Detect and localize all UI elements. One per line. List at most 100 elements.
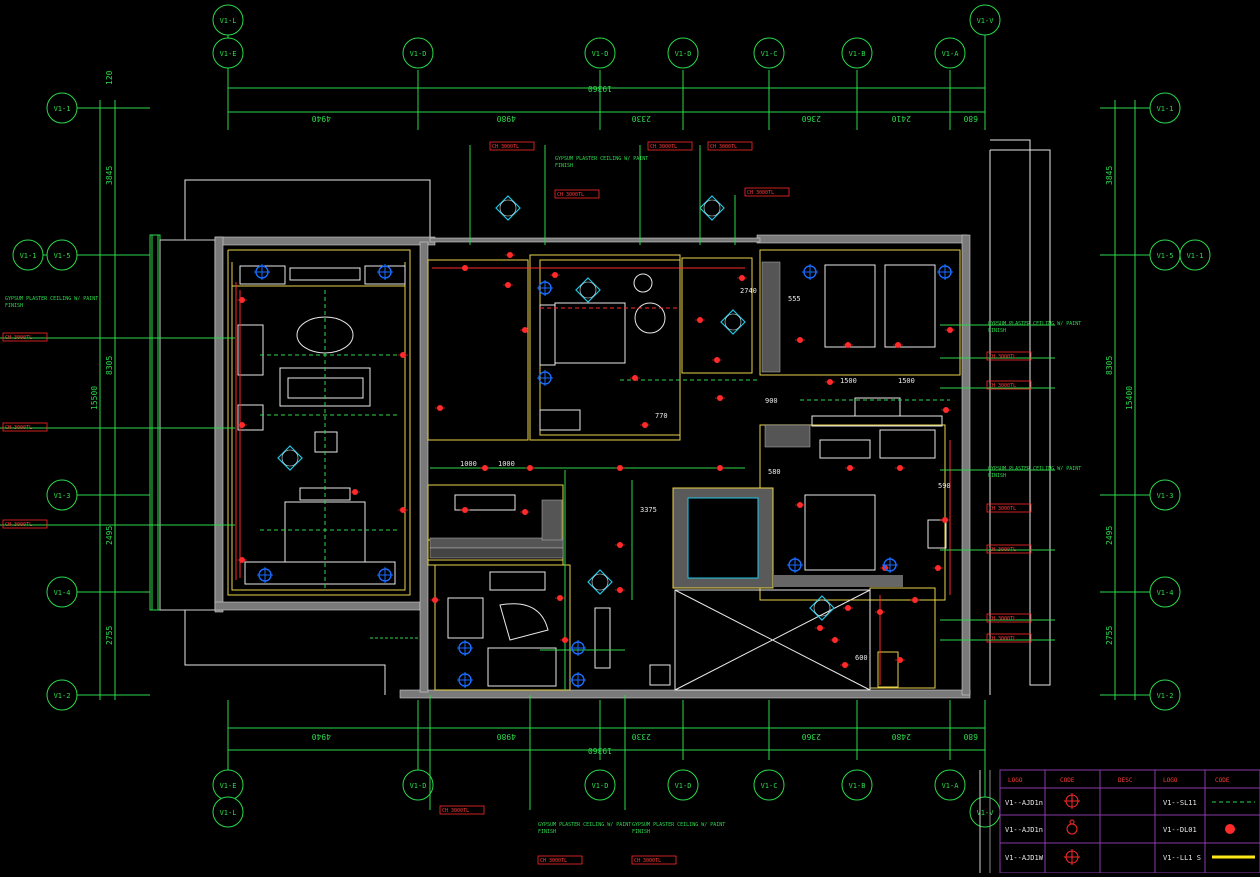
grid-bubble-label: V1-D xyxy=(592,782,609,790)
material-tag-label: CH 3000TL xyxy=(540,858,567,864)
inner-dim: 900 xyxy=(765,397,778,405)
material-tag xyxy=(986,544,1032,554)
dim-segment: 8305 xyxy=(105,356,114,375)
grid-bubble-bottom: V1-D xyxy=(402,769,434,801)
legend-code: V1--LL1 S xyxy=(1163,854,1201,862)
dim-right-overall: 15400 xyxy=(1125,386,1134,410)
material-tag-label: CH 3000TL xyxy=(989,506,1016,512)
finish-note: FINISH xyxy=(988,328,1006,334)
furniture xyxy=(237,264,947,687)
grid-bubble-top: V1-C xyxy=(753,37,785,69)
legend-code: V1--DL01 xyxy=(1163,826,1197,834)
inner-dim: 1000 xyxy=(498,460,515,468)
wall-light-symbol-icon xyxy=(1064,849,1080,865)
grid-bubble-label: V1-4 xyxy=(54,589,71,597)
exterior-walls xyxy=(214,234,971,699)
light-symbol-icon xyxy=(1064,793,1080,809)
pendant-symbol-icon xyxy=(1066,819,1078,835)
dim-segment: 120 xyxy=(105,70,114,85)
material-tag-label: CH 3000TL xyxy=(650,144,677,150)
grid-bubble-label: V1-A xyxy=(942,782,960,790)
grid-bubble-bottom: V1-D xyxy=(667,769,699,801)
inner-dim: 1500 xyxy=(898,377,915,385)
grid-bubble-label: V1-D xyxy=(410,50,427,58)
grid-bubble-left: V1-3 xyxy=(46,479,78,511)
material-tag xyxy=(986,380,1032,390)
grid-bubble-label: V1-3 xyxy=(1157,492,1174,500)
ceiling-spec-note: GYPSUM PLASTER CEILING W/ PAINT xyxy=(5,296,98,302)
legend-header: CODE xyxy=(1060,777,1075,784)
dimension-lines xyxy=(99,87,1136,751)
grid-bubble-label: V1-D xyxy=(410,782,427,790)
inner-dim: 555 xyxy=(788,295,801,303)
material-tag-label: CH 3000TL xyxy=(442,808,469,814)
grid-bubble-label: V1-2 xyxy=(1157,692,1174,700)
grid-bubble-right: V1-5 xyxy=(1149,239,1181,271)
material-tag-label: CH 3000TL xyxy=(492,144,519,150)
core-shaft xyxy=(672,487,903,589)
grid-bubble-label: V1-3 xyxy=(54,492,71,500)
section-marker-ring xyxy=(703,199,721,217)
grid-bubble-right-outer: V1-1 xyxy=(1179,239,1211,271)
dim-segment: 4980 xyxy=(497,732,516,741)
grid-bubble-top: V1-E xyxy=(212,37,244,69)
dim-segment: 3845 xyxy=(1105,166,1114,185)
downlights xyxy=(237,252,955,668)
ceiling-notes: GYPSUM PLASTER CEILING W/ PAINTFINISHCH … xyxy=(2,141,1081,865)
material-tag-label: CH 3000TL xyxy=(5,425,32,431)
grid-bubble-label: V1-B xyxy=(849,782,866,790)
hatched-walls xyxy=(429,261,811,559)
material-tag xyxy=(2,332,48,342)
legend-header: DESC xyxy=(1118,777,1133,784)
finish-note: FINISH xyxy=(988,473,1006,479)
material-tag xyxy=(744,187,790,197)
grid-bubble-top-outer: V1-V xyxy=(969,4,1001,36)
ceiling-lines xyxy=(260,290,950,690)
legend-header: LOGO xyxy=(1008,777,1023,784)
ceiling-spec-note: GYPSUM PLASTER CEILING W/ PAINT xyxy=(988,466,1081,472)
grid-bubble-left: V1-2 xyxy=(46,679,78,711)
grid-bubble-label: V1-1 xyxy=(1187,252,1204,260)
grid-bubble-bottom: V1-E xyxy=(212,769,244,801)
inner-dim: 1000 xyxy=(460,460,477,468)
grid-bubble-right: V1-3 xyxy=(1149,479,1181,511)
vertical-grid-lines xyxy=(227,20,986,820)
section-marker-icon xyxy=(495,195,521,221)
grid-bubble-bottom-outer: V1-L xyxy=(212,796,244,828)
finish-note: FINISH xyxy=(5,303,23,309)
material-tag xyxy=(489,141,535,151)
grid-bubble-label: V1-E xyxy=(220,782,237,790)
interior-walls xyxy=(227,249,961,691)
material-tag xyxy=(986,351,1032,361)
material-tag xyxy=(707,141,753,151)
section-marker-icon xyxy=(587,569,613,595)
grid-bubble-label: V1-4 xyxy=(1157,589,1174,597)
material-tag-label: CH 3000TL xyxy=(5,335,32,341)
inner-dim: 1500 xyxy=(840,377,857,385)
inner-dimensions: 1000 1000 1500 1500 3375 770 2740 900 58… xyxy=(460,287,951,662)
dim-segment: 4980 xyxy=(497,114,516,123)
section-marker-ring xyxy=(579,281,597,299)
ceiling-spec-note: GYPSUM PLASTER CEILING W/ PAINT xyxy=(555,156,648,162)
material-tag-label: CH 3000TL xyxy=(989,383,1016,389)
section-marker-ring xyxy=(724,313,742,331)
grid-bubble-right: V1-2 xyxy=(1149,679,1181,711)
inner-dim: 3375 xyxy=(640,506,657,514)
grid-bubble-label: V1-1 xyxy=(1157,105,1174,113)
material-tag xyxy=(986,613,1032,623)
material-tag-label: CH 3000TL xyxy=(634,858,661,864)
grid-bubble-label: V1-D xyxy=(675,782,692,790)
dim-segment: 2495 xyxy=(1105,526,1114,545)
grid-bubble-label: V1-C xyxy=(761,782,778,790)
balcony-glass xyxy=(149,234,216,611)
grid-bubble-label: V1-A xyxy=(942,50,960,58)
section-marker-icon xyxy=(809,595,835,621)
section-marker-icon xyxy=(277,445,303,471)
section-marker-icon xyxy=(575,277,601,303)
material-tag xyxy=(631,855,677,865)
